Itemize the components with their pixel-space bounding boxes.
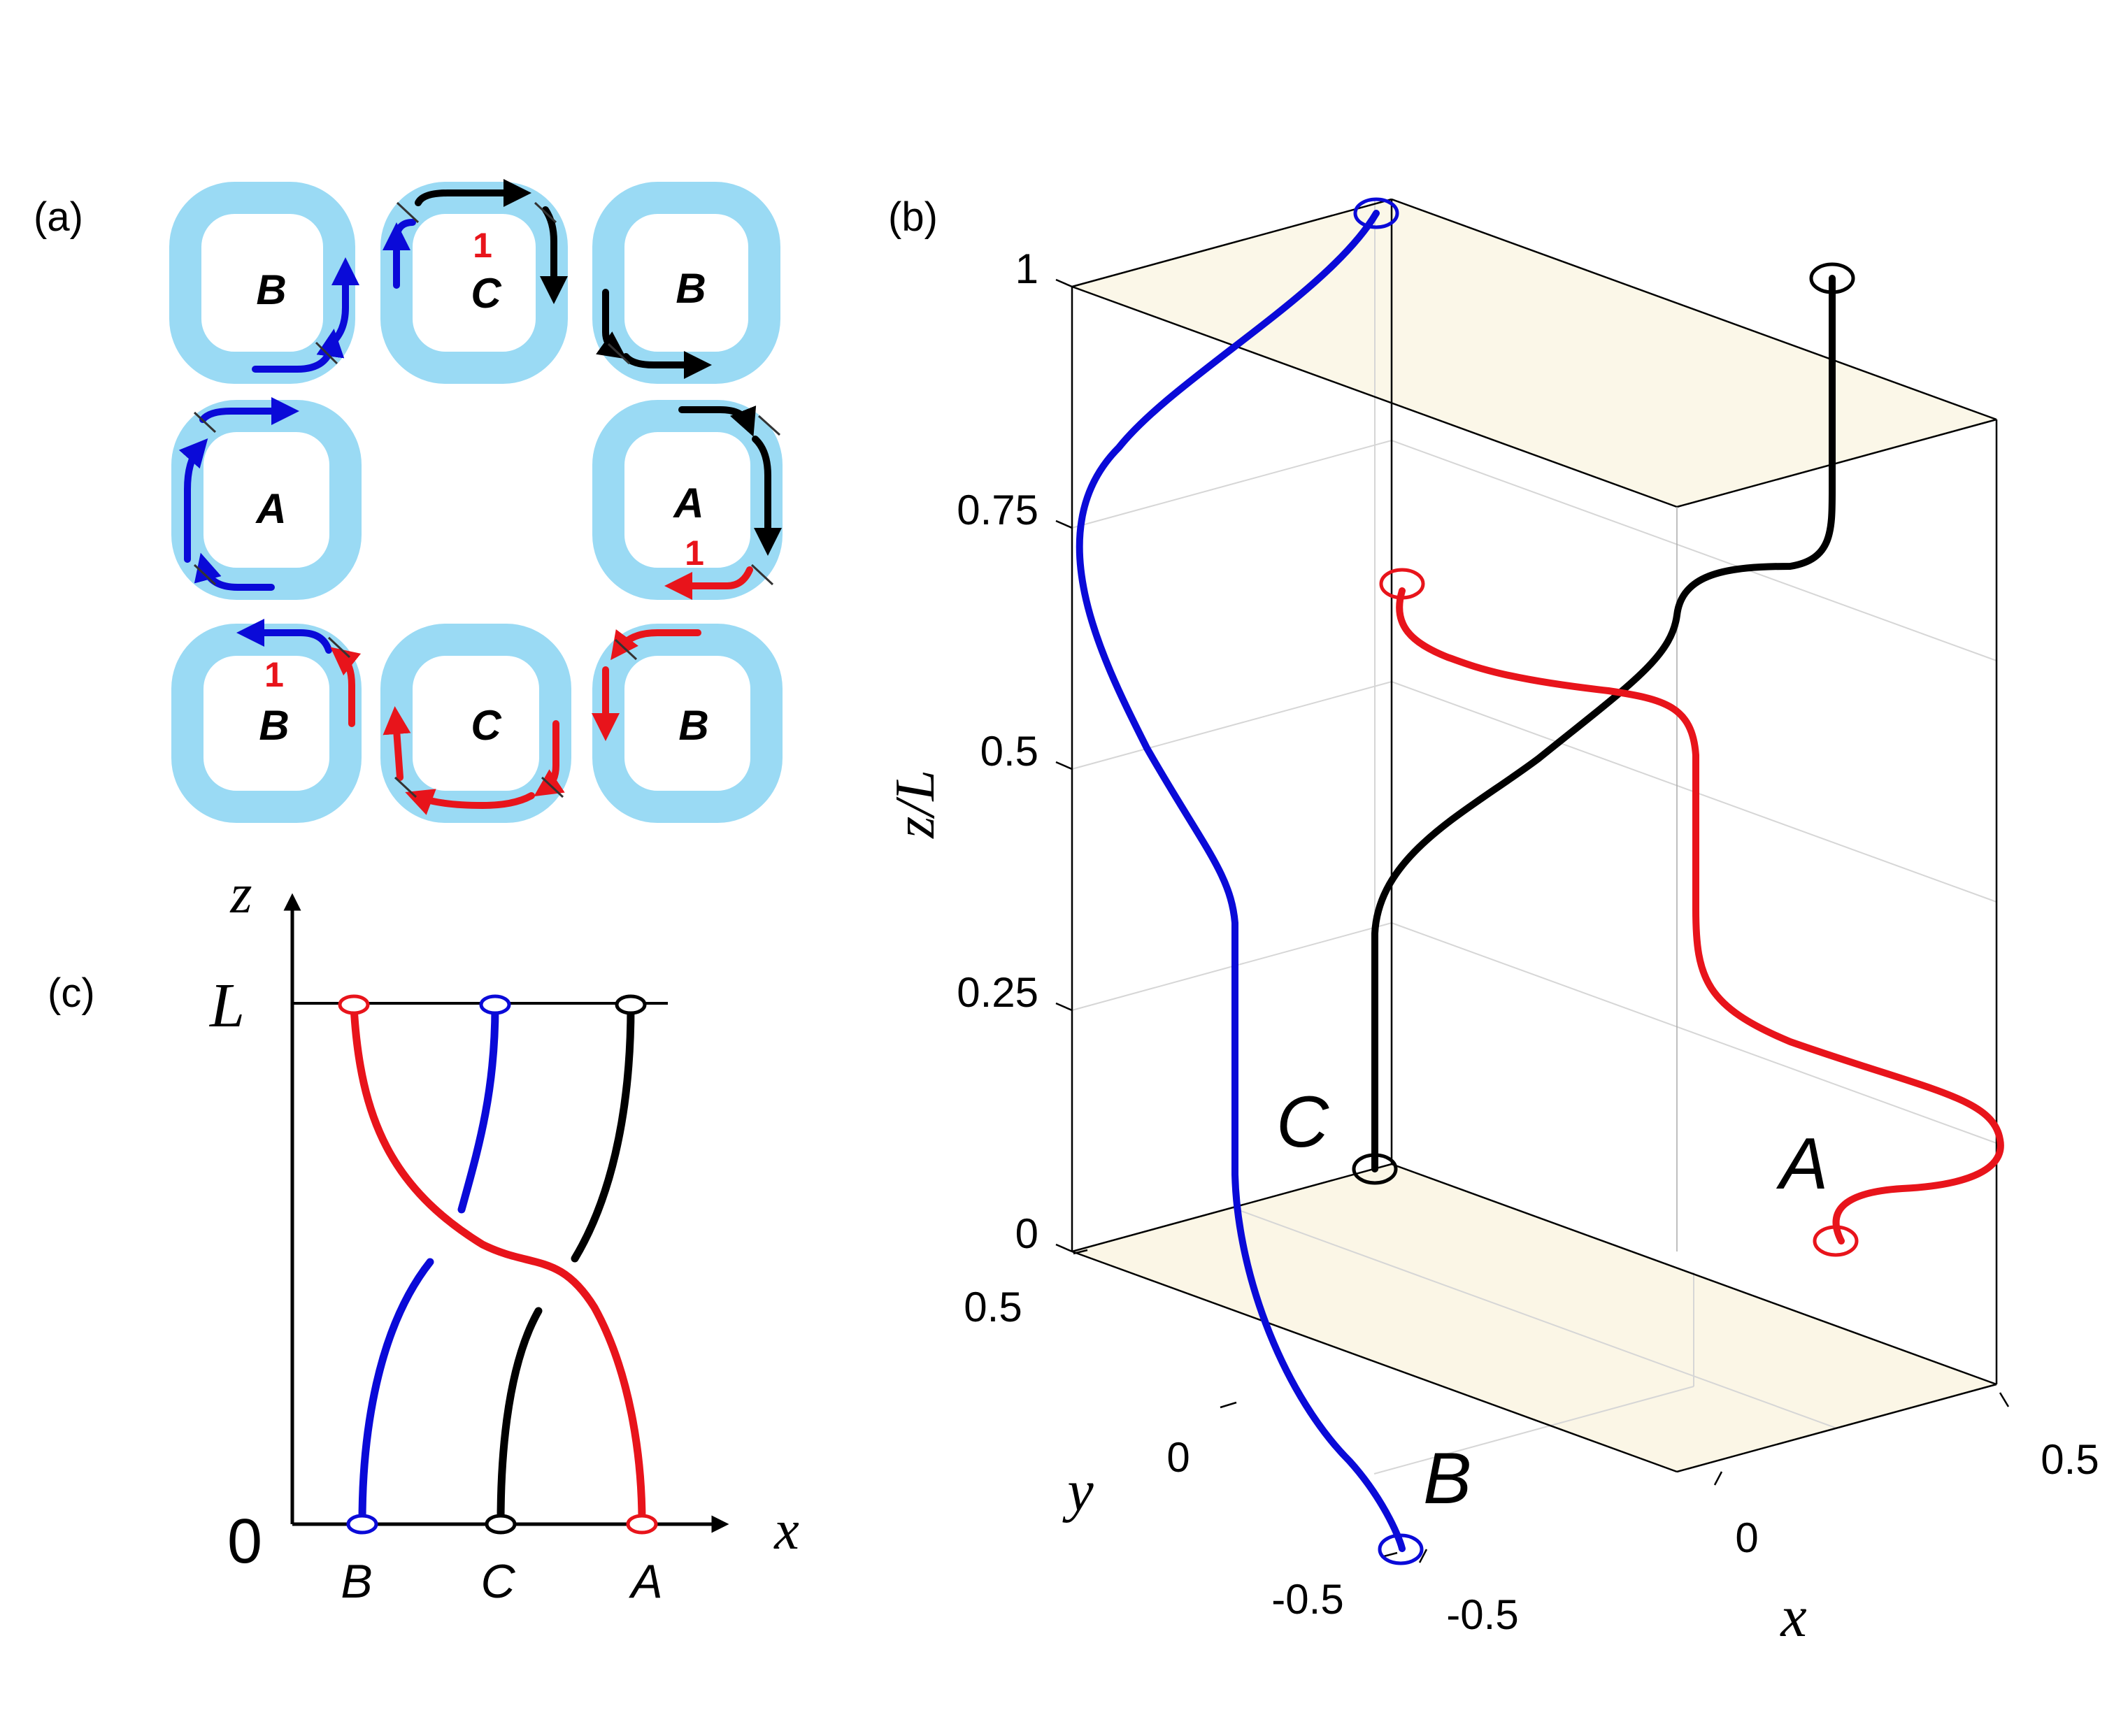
y-tick-label: 0.5 <box>964 1284 1022 1330</box>
blue-arrow <box>236 619 332 654</box>
endpoint-b-top <box>1353 197 1399 229</box>
endpoint-c-top <box>1809 262 1855 294</box>
site-label: B <box>256 266 286 313</box>
endpoint-a-bottom <box>1813 1225 1859 1257</box>
z-tick-marks <box>1055 278 1073 1253</box>
red-arrow <box>405 789 535 815</box>
braid-c-lower <box>497 1307 543 1526</box>
trajectory-c <box>1371 275 1836 1172</box>
panel-b: (b) <box>885 194 2099 1649</box>
bottom-site-labels: B C A <box>341 1555 662 1608</box>
x-tick-label: 0.5 <box>2041 1436 2099 1483</box>
x-tick-label: -0.5 <box>1446 1591 1518 1638</box>
red-arrow <box>383 706 411 781</box>
endpoint-label-b: B <box>1423 1438 1471 1519</box>
x-tick-marks <box>1418 1392 2010 1563</box>
braid-b-lower <box>358 1258 434 1526</box>
top-plane <box>1072 199 1997 507</box>
z-tick-label: 0.5 <box>980 728 1038 775</box>
endpoint-labels: C A B <box>1276 1082 1828 1519</box>
braid-end <box>346 1514 378 1535</box>
mark-one: 1 <box>685 533 704 573</box>
braid-end <box>626 1514 658 1535</box>
blue-path-arrows <box>178 219 416 654</box>
panel-c-label: (c) <box>48 970 95 1016</box>
red-arrow <box>534 720 565 797</box>
endpoint-label-a: A <box>1776 1124 1828 1205</box>
bottom-site-label: A <box>628 1555 662 1608</box>
endpoint-a-top <box>1379 568 1425 600</box>
braid-end <box>338 994 370 1015</box>
box-edges <box>1071 198 1998 1473</box>
black-arrow <box>415 179 531 207</box>
black-arrow <box>622 351 712 379</box>
bottom-site-label: B <box>341 1555 372 1608</box>
endpoint-b-bottom <box>1378 1533 1424 1565</box>
braid-end <box>479 994 511 1015</box>
z-tick-label: 0.75 <box>957 487 1038 533</box>
mark-one: 1 <box>473 226 492 265</box>
site-label: B <box>678 702 708 749</box>
box-grid <box>1071 199 1997 1475</box>
red-arrow <box>330 647 362 727</box>
braid-end-rings <box>338 994 658 1535</box>
panel-a: (a) B C B A A B C B 1 1 1 <box>34 179 783 823</box>
blue-arrow <box>194 552 275 591</box>
endpoint-rings <box>1352 197 1859 1565</box>
z-tick-label: 0.25 <box>957 969 1038 1016</box>
site-label: A <box>672 480 703 526</box>
braid-end <box>485 1514 517 1535</box>
y-tick-label: -0.5 <box>1271 1576 1343 1623</box>
ring-b-bottom-left <box>171 624 362 823</box>
blue-arrow <box>393 219 416 240</box>
braid-end <box>615 994 647 1015</box>
z-tick-labels: 1 0.75 0.5 0.25 0 <box>957 245 1038 1257</box>
site-label: A <box>255 485 286 532</box>
x-tick-labels: -0.5 0 0.5 <box>1446 1436 2099 1638</box>
blue-arrow <box>327 257 359 348</box>
ring-ticks <box>193 201 781 798</box>
x-axis-label: x <box>773 1500 799 1561</box>
black-arrow <box>678 405 757 437</box>
z-tick-label: 0 <box>1015 1210 1038 1257</box>
blue-arrow <box>199 397 299 425</box>
top-label-l: L <box>208 971 245 1040</box>
blue-arrow <box>178 438 208 563</box>
bottom-label-zero: 0 <box>227 1507 262 1577</box>
trajectory-b <box>1076 210 1406 1552</box>
black-arrow <box>752 436 782 556</box>
panel-c: (c) z x L 0 B C A <box>48 863 799 1608</box>
panel-a-label: (a) <box>34 194 83 240</box>
y-tick-labels: 0.5 0 -0.5 <box>964 1284 1343 1623</box>
mark-one: 1 <box>264 655 284 694</box>
site-label: C <box>471 702 502 749</box>
endpoint-label-c: C <box>1276 1082 1329 1163</box>
z-axis-label: z/L <box>885 770 946 839</box>
z-axis-label: z <box>229 863 252 925</box>
site-label: C <box>471 270 502 317</box>
x-axis-label: x <box>1779 1584 1806 1649</box>
braid-c-upper <box>571 1003 635 1263</box>
y-tick-label: 0 <box>1166 1434 1190 1481</box>
site-label: B <box>676 265 706 312</box>
x-tick-label: 0 <box>1735 1514 1758 1561</box>
z-tick-label: 1 <box>1015 245 1038 292</box>
red-arrow <box>664 566 753 600</box>
endpoint-c-bottom <box>1352 1153 1398 1185</box>
site-label: B <box>259 702 289 749</box>
trajectory-a <box>1396 587 2004 1244</box>
blue-arrow <box>252 329 345 373</box>
braid-a <box>350 1003 646 1526</box>
panel-b-label: (b) <box>888 194 938 240</box>
bottom-site-label: C <box>480 1555 515 1608</box>
black-arrow <box>540 206 568 304</box>
braid-b-upper <box>457 1003 499 1214</box>
y-axis-label: y <box>1062 1458 1094 1523</box>
